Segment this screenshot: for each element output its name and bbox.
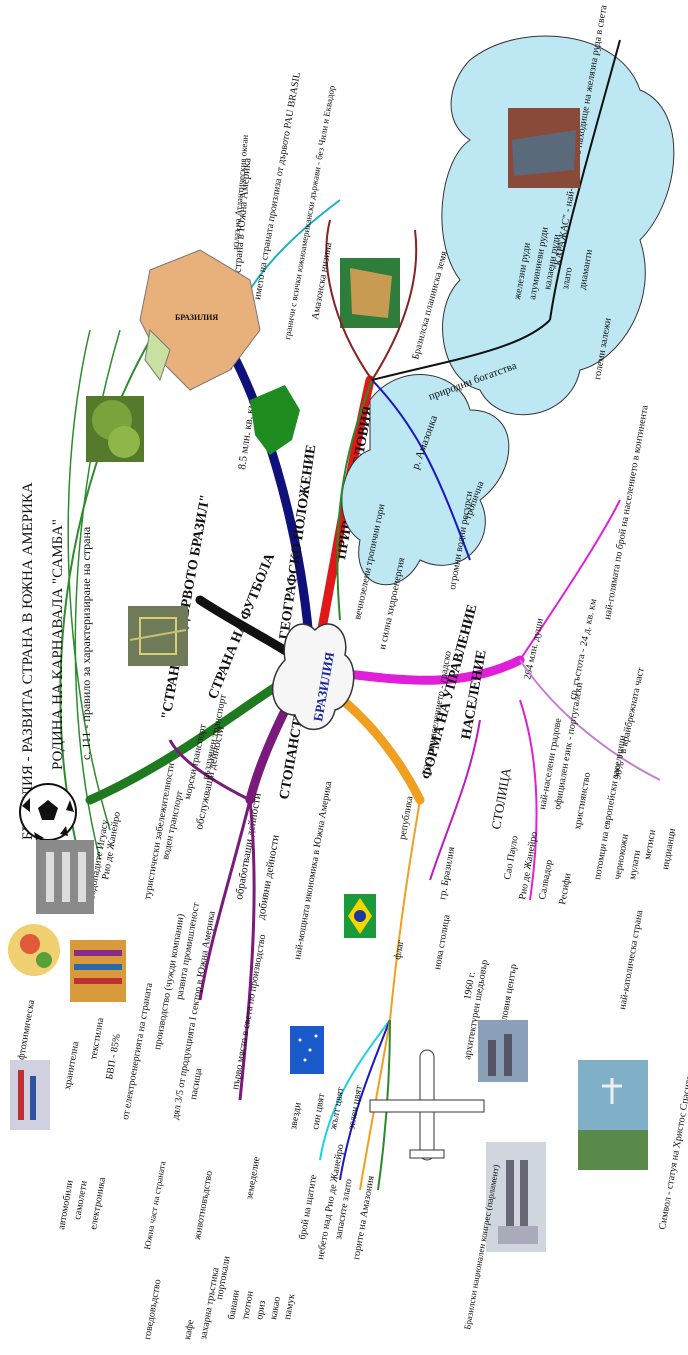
- economy-south: Южна част на страната: [142, 1160, 167, 1250]
- food-photo: [8, 924, 60, 976]
- christ-statue-photo: [578, 1060, 648, 1170]
- flag-meaning-4: горите на Амазония: [351, 1175, 377, 1261]
- economy-extracting: добивни дейности: [255, 834, 282, 921]
- rio-photo: [36, 840, 94, 914]
- capital-founded: 1960 г.: [462, 971, 478, 1000]
- branch-population-line: [325, 655, 525, 685]
- capital-symbol: Символ - статуя на Христос Спасителя: [657, 1065, 688, 1231]
- water-cloud: [341, 374, 510, 586]
- minerals-cloud: [441, 35, 675, 416]
- crop-4: тютюн: [240, 1290, 256, 1321]
- manufacturing-4: текстилна: [88, 1016, 106, 1060]
- petrochemical-photo: [10, 1060, 50, 1130]
- government-leading: най-мощната икономика в Южна Америка: [292, 780, 334, 961]
- brazil-flag-icon: [344, 894, 376, 938]
- economy-livestock: пасища: [188, 1067, 204, 1101]
- mineral-4: злато: [560, 267, 575, 291]
- population-group-3: мулати: [627, 849, 643, 881]
- economy-cattle: животновъдство: [192, 1170, 215, 1242]
- stars-flag-icon: [290, 1026, 324, 1074]
- branch-capital-label: СТОЛИЦА: [488, 766, 514, 830]
- manufacturing-3: хранителна: [62, 1040, 81, 1090]
- economy-cattle-breeding: говедовъдство: [142, 1278, 163, 1340]
- banner-line-3: с. 111 - правило за характеризиране на с…: [79, 526, 93, 760]
- economy-first-place: първо място в света по производство: [230, 934, 268, 1091]
- city-4: Ресифи: [557, 872, 573, 906]
- flag-part-4: зелен цвят: [346, 1084, 365, 1130]
- economy-energy: от електроенергията на страната: [120, 981, 155, 1120]
- brazil-tree-photo: [86, 396, 144, 462]
- population-catholic: най-католическа страна: [617, 909, 645, 1011]
- crop-3: банани: [226, 1288, 242, 1320]
- soccer-ball-icon: [19, 783, 77, 841]
- flag-part-1: звезди: [288, 1101, 304, 1131]
- city-2: Рио де Жанейро: [517, 831, 540, 901]
- brasilia-aerial-photo: [128, 606, 188, 666]
- crop-0: кафе: [182, 1318, 196, 1340]
- banner-line-1: БРАЗИЛИЯ - РАЗВИТА СТРАНА В ЮЖНА АМЕРИКА: [20, 482, 36, 840]
- population-group-2: метиси: [642, 828, 658, 860]
- congress-photo: [486, 1142, 546, 1252]
- crop-7: памук: [282, 1293, 297, 1321]
- branch-geo-label: ГЕОГРАФСКО ПОЛОЖЕНИЕ: [277, 444, 319, 641]
- flag-part-3: жълт цвят: [328, 1086, 347, 1132]
- brazil-silhouette-icon: [250, 385, 300, 455]
- branch-government-line: [325, 685, 425, 805]
- crop-5: ориз: [254, 1300, 268, 1321]
- branch-nature-line: [313, 375, 375, 655]
- capital-city-photo: [478, 1020, 528, 1082]
- population-count: 204 млн. души: [522, 617, 546, 681]
- airplane-icon: [369, 1049, 485, 1161]
- economy-gdp: БВП - 85%: [104, 1033, 123, 1081]
- government-form: република: [397, 795, 416, 841]
- government-flag: флаг: [392, 939, 406, 960]
- crop-6: какао: [268, 1296, 283, 1321]
- textile-photo: [70, 940, 126, 1002]
- map-brazil-label: БРАЗИЛИЯ: [175, 313, 218, 322]
- manufacturing-0: автомобили: [56, 1179, 76, 1231]
- karajas-mine-photo: [508, 108, 580, 188]
- branch-capital-line: [429, 719, 481, 881]
- city-1: Сао Пауло: [502, 835, 521, 881]
- population-religion: християнство: [572, 772, 593, 831]
- population-rank: най-голямата по брой на населението в ко…: [602, 404, 651, 621]
- economy-agriculture: земеделие: [244, 1155, 262, 1200]
- banner-line-2: РОДИНА НА КАРНАВАЛА "САМБА": [50, 519, 66, 770]
- manufacturing-2: електроника: [88, 1176, 108, 1231]
- relief-map-photo: [340, 258, 400, 328]
- flag-part-2: син цвят: [310, 1092, 327, 1131]
- south-america-map: БРАЗИЛИЯ: [139, 249, 261, 391]
- branch-geo-line: [220, 335, 315, 655]
- center-node: БРАЗИЛИЯ: [271, 623, 355, 731]
- population-group-1: индианци: [660, 827, 678, 871]
- left-banner: БРАЗИЛИЯ - РАЗВИТА СТРАНА В ЮЖНА АМЕРИКА…: [20, 329, 151, 861]
- nature-lowland: Амазонска низина: [310, 241, 334, 320]
- manufacturing-5: нефтохимическа: [14, 998, 37, 1070]
- flag-meaning-1: брой на щатите: [297, 1173, 319, 1240]
- capital-new: нова столица: [432, 913, 453, 970]
- city-3: Салвадор: [537, 859, 555, 901]
